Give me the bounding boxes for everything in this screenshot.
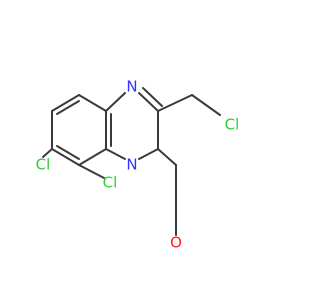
bond-n5-c4-stub xyxy=(138,148,159,160)
bond-c7-c6-inner xyxy=(56,145,80,160)
bond-c3-c4 xyxy=(157,148,177,166)
atom-label-n1: N xyxy=(126,78,137,96)
atom-label-o1: O xyxy=(170,234,182,252)
bond-c6-n5 xyxy=(78,148,107,166)
bond-c9-n1 xyxy=(105,92,126,112)
atom-label-group: N N O Cl Cl Cl xyxy=(36,78,240,252)
bond-c2-ch2 xyxy=(157,94,193,112)
atom-label-cl-c6: Cl xyxy=(103,174,118,192)
atom-label-cl-c7: Cl xyxy=(36,156,51,174)
bond-n1-c2-inner xyxy=(142,87,163,107)
bond-group xyxy=(42,87,221,236)
bond-c6-cl xyxy=(78,164,105,179)
bond-ch2-cl xyxy=(191,94,221,116)
bond-n1-c2 xyxy=(138,92,159,112)
atom-label-cl-chloromethyl: Cl xyxy=(225,116,240,134)
bond-c10-c11-inner xyxy=(56,100,80,115)
bond-c7-cl xyxy=(42,148,53,158)
molecule-structure: N N O Cl Cl Cl xyxy=(36,78,240,252)
bond-c10-c11 xyxy=(51,94,80,112)
bond-c7-c6 xyxy=(51,148,80,166)
atom-label-n5: N xyxy=(126,156,137,174)
bond-c9-c10 xyxy=(78,94,107,112)
bond-c8-n5 xyxy=(105,148,126,160)
